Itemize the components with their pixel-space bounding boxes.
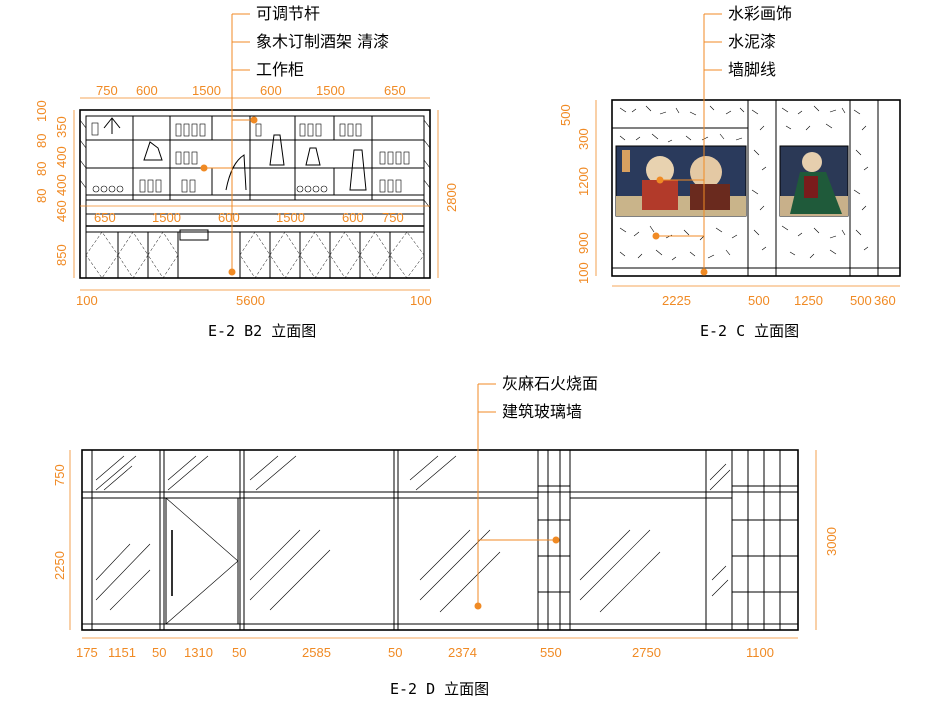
b2-view-title: E-2 B2 立面图 — [208, 322, 316, 340]
b2-left-dim: 400 — [54, 174, 69, 196]
c-left-dim: 1200 — [576, 167, 591, 196]
elevation-d: 灰麻石火烧面 建筑玻璃墙 175 1151 50 1310 50 2585 50… — [52, 374, 839, 698]
b2-left-dim: 350 — [54, 116, 69, 138]
b2-mid-dim: 1500 — [152, 210, 181, 225]
d-bottom-dim: 50 — [232, 645, 246, 660]
b2-label-work-cabinet: 工作柜 — [256, 60, 304, 79]
d-leaders — [474, 383, 560, 610]
d-granite-panel-right — [732, 450, 798, 630]
d-bottom-dim: 175 — [76, 645, 98, 660]
b2-top-dim: 600 — [136, 83, 158, 98]
b2-side-hatch — [79, 119, 431, 209]
c-bottom-dim: 500 — [850, 293, 872, 308]
b2-mid-dim: 750 — [382, 210, 404, 225]
b2-leaders — [200, 13, 258, 276]
c-dimension-lines — [595, 100, 900, 287]
elevation-c: 水彩画饰 水泥漆 墙脚线 2225 500 1250 500 360 500 3… — [558, 4, 901, 340]
c-label-cement-paint: 水泥漆 — [728, 32, 776, 51]
c-watercolor-painting-left — [615, 145, 747, 217]
b2-left-dim: 80 — [34, 162, 49, 176]
d-glass-reflections — [95, 455, 731, 613]
d-bottom-dim: 50 — [152, 645, 166, 660]
b2-mid-dim: 600 — [218, 210, 240, 225]
b2-bottles — [91, 122, 410, 193]
d-bottom-dim: 2374 — [448, 645, 477, 660]
c-view-title: E-2 C 立面图 — [700, 322, 799, 340]
c-cement-texture — [619, 105, 869, 261]
d-left-dim: 2250 — [52, 551, 67, 580]
b2-left-dim: 80 — [34, 134, 49, 148]
d-glass-door — [165, 497, 239, 625]
d-bottom-dim: 1100 — [746, 645, 774, 660]
d-bottom-dim: 50 — [388, 645, 402, 660]
b2-left-dim: 400 — [54, 146, 69, 168]
b2-sculptures — [103, 117, 367, 191]
b2-mid-dim: 600 — [342, 210, 364, 225]
b2-left-dim: 460 — [54, 200, 69, 222]
d-right-dim: 3000 — [824, 527, 839, 556]
d-mullions — [82, 450, 733, 630]
c-watercolor-painting-right — [779, 145, 849, 217]
d-left-dim: 750 — [52, 464, 67, 486]
d-bottom-dim: 1310 — [184, 645, 213, 660]
b2-label-wine-rack: 象木订制酒架 清漆 — [256, 32, 389, 51]
c-left-dim: 500 — [558, 104, 573, 126]
d-label-glass-wall: 建筑玻璃墙 — [502, 402, 582, 421]
c-left-dim: 100 — [576, 262, 591, 284]
d-bottom-dim: 1151 — [108, 645, 136, 660]
b2-bottom-dim: 100 — [410, 293, 432, 308]
c-label-baseboard: 墙脚线 — [728, 60, 776, 79]
d-bottom-dim: 2585 — [302, 645, 331, 660]
c-left-dim: 300 — [576, 128, 591, 150]
c-left-dim: 900 — [576, 232, 591, 254]
d-dimension-lines — [69, 450, 817, 639]
elevation-b2: 可调节杆 象木订制酒架 清漆 工作柜 750 600 1500 600 1500… — [34, 4, 459, 340]
c-label-watercolor: 水彩画饰 — [728, 4, 792, 23]
d-view-title: E-2 D 立面图 — [390, 680, 489, 698]
c-wall-outline — [611, 99, 901, 277]
d-bottom-dim: 2750 — [632, 645, 661, 660]
b2-bottom-dim: 100 — [76, 293, 98, 308]
b2-label-adjustable-rod: 可调节杆 — [256, 4, 320, 23]
d-wall-outline — [81, 449, 799, 631]
b2-top-dim: 650 — [384, 83, 406, 98]
c-bottom-dim: 360 — [874, 293, 896, 308]
b2-top-dim: 600 — [260, 83, 282, 98]
b2-dimension-lines — [73, 97, 439, 291]
b2-left-dim: 80 — [34, 189, 49, 203]
d-bottom-dim: 550 — [540, 645, 562, 660]
b2-right-dim: 2800 — [444, 183, 459, 212]
b2-left-dim: 100 — [34, 100, 49, 122]
b2-top-dim: 1500 — [316, 83, 345, 98]
b2-mid-dim: 650 — [94, 210, 116, 225]
d-label-granite: 灰麻石火烧面 — [502, 374, 598, 393]
b2-bottom-dim: 5600 — [236, 293, 265, 308]
b2-mid-dim: 1500 — [276, 210, 305, 225]
b2-shelf-structure — [86, 116, 424, 227]
b2-top-dim: 750 — [96, 83, 118, 98]
b2-left-dim: 850 — [54, 244, 69, 266]
c-bottom-dim: 1250 — [794, 293, 823, 308]
b2-top-dim: 1500 — [192, 83, 221, 98]
c-bottom-dim: 2225 — [662, 293, 691, 308]
c-leaders — [652, 13, 722, 276]
b2-lower-cabinet — [85, 229, 425, 279]
c-bottom-dim: 500 — [748, 293, 770, 308]
